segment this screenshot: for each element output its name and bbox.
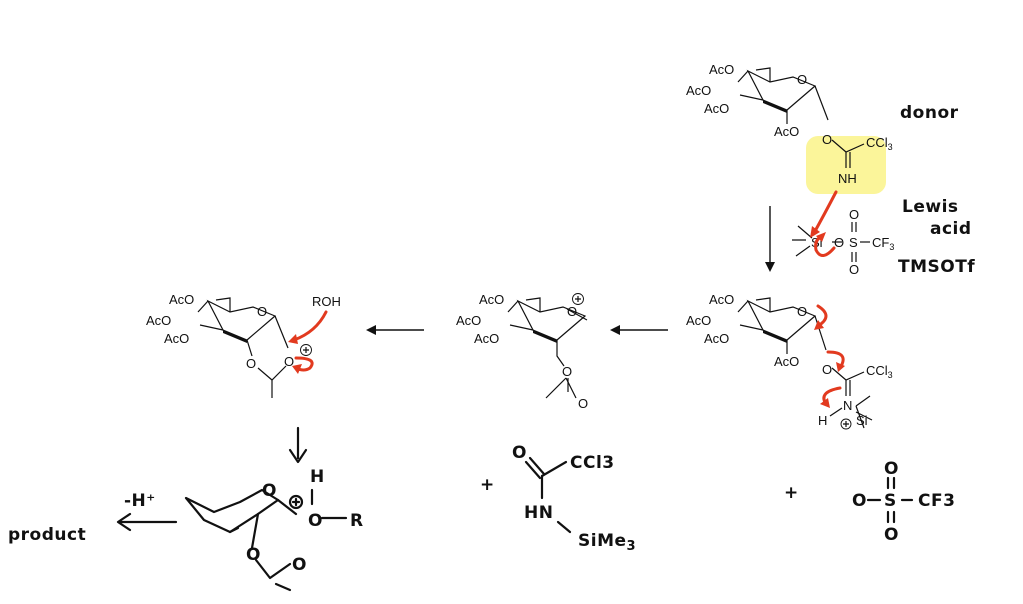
amide-carbonyl-o: O bbox=[512, 443, 527, 463]
complex-anomeric-o: O bbox=[822, 362, 832, 377]
hand-arrow-left-product bbox=[116, 512, 178, 532]
complex-si: Si bbox=[856, 413, 868, 428]
product-ring-o: O bbox=[262, 481, 277, 501]
product-oxonium-h: H bbox=[310, 467, 325, 487]
donor-aco-6: AcO bbox=[709, 62, 734, 77]
oxo-acetyl-o: O bbox=[562, 364, 572, 379]
triflate-anion-structure: O S CF3 O O bbox=[852, 459, 955, 545]
silyl-trichloroacetamide-structure: O CCl3 HN SiMe3 bbox=[512, 443, 636, 554]
complex-ccl3: CCl3 bbox=[866, 363, 893, 380]
lewis-acid-label-line1: Lewis bbox=[902, 197, 959, 217]
triflate-s: S bbox=[849, 235, 858, 250]
complex-h: H bbox=[818, 413, 827, 428]
oxo-aco-3: AcO bbox=[474, 331, 499, 346]
triflate-cf3: CF3 bbox=[872, 235, 894, 252]
plus-sign-1: + bbox=[480, 475, 495, 495]
diox-aco-3: AcO bbox=[164, 331, 189, 346]
roh-label: ROH bbox=[312, 294, 341, 309]
diox-o-plus: O bbox=[284, 354, 294, 369]
complex-aco-3: AcO bbox=[704, 331, 729, 346]
triflate-anion-o-top: O bbox=[884, 459, 899, 479]
complex-aco-2: AcO bbox=[774, 354, 799, 369]
triflate-anion-cf3: CF3 bbox=[918, 491, 955, 511]
donor-ccl3: CCl3 bbox=[866, 135, 893, 152]
deprotonation-label: -H⁺ bbox=[124, 491, 156, 511]
diox-o2: O bbox=[246, 356, 256, 371]
donor-nh: NH bbox=[838, 171, 857, 186]
complex-n: N bbox=[843, 398, 852, 413]
donor-structure: AcO AcO AcO AcO O O CCl3 NH bbox=[686, 62, 893, 194]
amide-ccl3: CCl3 bbox=[570, 453, 615, 473]
activated-complex-structure: AcO AcO AcO AcO O O CCl3 N H Si bbox=[686, 292, 893, 430]
plus-sign-2: + bbox=[784, 483, 799, 503]
oxocarbenium-structure: AcO AcO AcO O O O bbox=[456, 292, 588, 411]
amide-hn: HN bbox=[524, 503, 553, 523]
diox-aco-6: AcO bbox=[169, 292, 194, 307]
product-plus-charge bbox=[288, 494, 304, 510]
donor-aco-3: AcO bbox=[704, 101, 729, 116]
donor-aco-4: AcO bbox=[686, 83, 711, 98]
donor-ring-o: O bbox=[797, 72, 807, 87]
protonated-product-structure: O O O O H R bbox=[184, 467, 364, 592]
complex-ring-o: O bbox=[797, 304, 807, 319]
dioxolenium-structure: AcO AcO AcO O O O ROH bbox=[146, 292, 341, 398]
tms-o: O bbox=[834, 235, 844, 250]
complex-aco-4: AcO bbox=[686, 313, 711, 328]
donor-label: donor bbox=[900, 103, 959, 123]
oxo-aco-4: AcO bbox=[456, 313, 481, 328]
oxo-aco-6: AcO bbox=[479, 292, 504, 307]
oxo-carbonyl-o: O bbox=[578, 396, 588, 411]
triflate-o-bottom: O bbox=[849, 262, 859, 277]
diox-aco-4: AcO bbox=[146, 313, 171, 328]
product-r-group: R bbox=[350, 511, 364, 531]
complex-aco-6: AcO bbox=[709, 292, 734, 307]
product-acetyl-o: O bbox=[246, 545, 261, 565]
triflate-o-top: O bbox=[849, 207, 859, 222]
triflate-anion-o-left: O bbox=[852, 491, 867, 511]
product-label: product bbox=[8, 525, 86, 545]
triflate-anion-o-bottom: O bbox=[884, 525, 899, 545]
product-carbonyl-o: O bbox=[292, 555, 307, 575]
diox-ring-o: O bbox=[257, 304, 267, 319]
amide-sime3: SiMe3 bbox=[578, 531, 636, 554]
donor-anomeric-o: O bbox=[822, 132, 832, 147]
tmsotf-label: TMSOTf bbox=[898, 257, 975, 277]
lewis-acid-label-line2: acid bbox=[930, 219, 972, 239]
oxo-ring-o: O bbox=[567, 304, 577, 319]
donor-aco-2: AcO bbox=[774, 124, 799, 139]
product-oxonium-o: O bbox=[308, 511, 323, 531]
tmsotf-structure: Si O S O O CF3 bbox=[792, 190, 894, 277]
triflate-anion-s: S bbox=[884, 491, 897, 511]
hand-arrow-down bbox=[288, 426, 308, 464]
